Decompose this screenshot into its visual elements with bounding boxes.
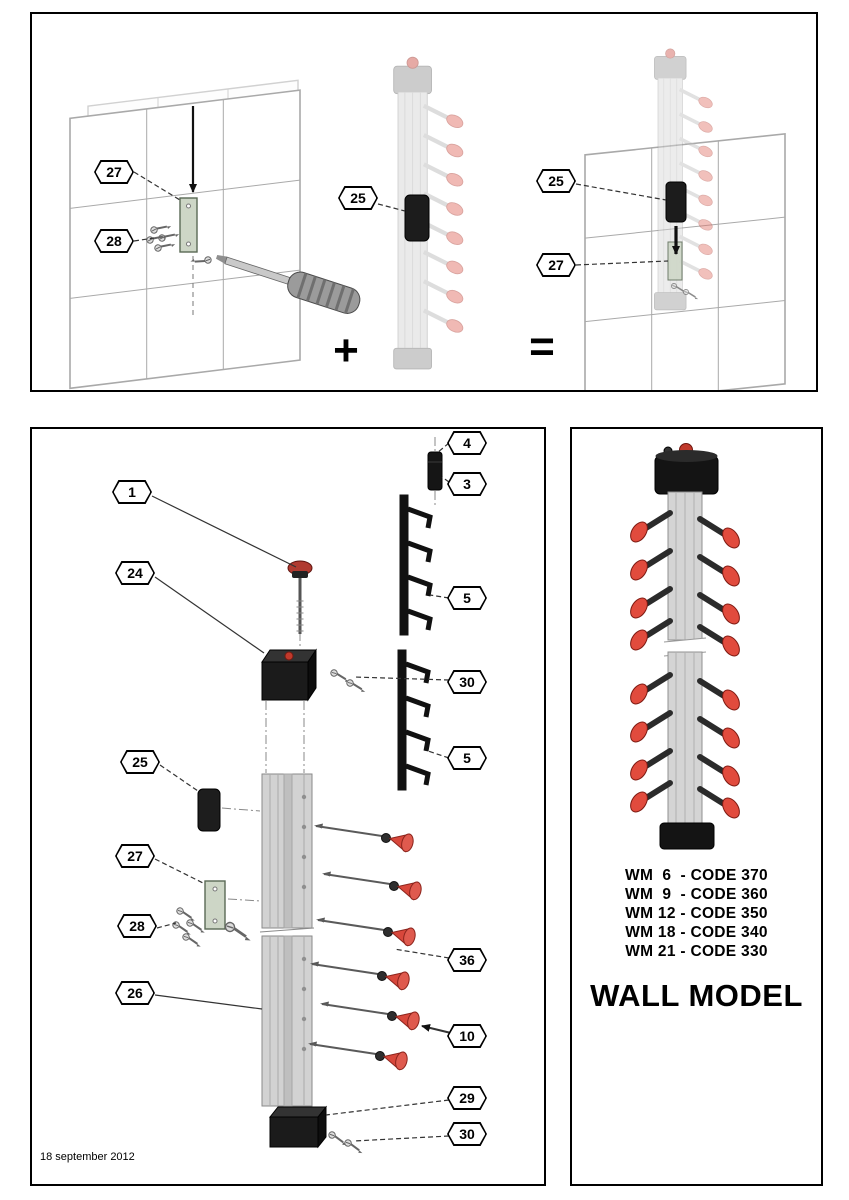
callout-4: 4	[447, 431, 487, 455]
product-column-upper	[667, 491, 703, 641]
exploded-drawing	[151, 437, 452, 1156]
leader-lines-left	[133, 171, 181, 242]
column-break	[259, 927, 315, 933]
callout-27-wall: 27	[94, 160, 134, 184]
callout-30-bottom: 30	[447, 1122, 487, 1146]
callout-number: 25	[548, 173, 564, 189]
installation-panel: 27 28 25 25 27 + =	[30, 12, 818, 392]
callout-5-upper: 5	[447, 586, 487, 610]
part-3-clip	[427, 451, 443, 491]
wall-model-title: WALL MODEL	[590, 978, 803, 1013]
callout-28-wall: 28	[94, 229, 134, 253]
callout-25: 25	[120, 750, 160, 774]
column-upper	[261, 773, 313, 929]
column-lower	[261, 935, 313, 1107]
code-line: WM 6 - CODE 370	[625, 867, 768, 884]
callout-25-rack: 25	[338, 186, 378, 210]
part-29-bottom-cap	[268, 1105, 328, 1149]
hook-rail-upper	[399, 494, 433, 636]
product-drawing	[572, 443, 817, 850]
code-list: WM 6 - CODE 370 WM 9 - CODE 360 WM 12 - …	[580, 866, 813, 961]
part-25-pad	[197, 788, 221, 832]
date-label: 18 september 2012	[40, 1151, 135, 1163]
code-line: WM 12 - CODE 350	[625, 905, 768, 922]
part-27-plate	[204, 880, 226, 930]
callout-number: 25	[350, 190, 366, 206]
callout-36: 36	[447, 948, 487, 972]
tool-rack-middle	[377, 57, 465, 369]
callout-3: 3	[447, 472, 487, 496]
center-lines	[221, 437, 436, 1117]
exploded-view-panel: 1 24 4 3 5 30 5 25 27 28	[30, 427, 546, 1186]
callout-29: 29	[447, 1086, 487, 1110]
wall-bracket	[665, 181, 687, 223]
mounting-plate	[144, 106, 214, 319]
callout-number: 28	[106, 233, 122, 249]
wall-model-panel: WM 6 - CODE 370 WM 9 - CODE 360 WM 12 - …	[570, 427, 823, 1186]
part-24-top-cap	[261, 648, 317, 702]
wall-bracket	[404, 194, 430, 242]
callout-number: 27	[106, 164, 122, 180]
product-bottom-cap	[659, 822, 715, 850]
leader-lines	[151, 442, 452, 1142]
code-line: WM 18 - CODE 340	[625, 924, 768, 941]
product-column-lower	[667, 651, 703, 824]
plus-operator: +	[333, 326, 359, 375]
callout-1: 1	[112, 480, 152, 504]
callout-26: 26	[115, 981, 155, 1005]
callout-27-mounted: 27	[536, 253, 576, 277]
callout-25-mounted: 25	[536, 169, 576, 193]
callout-30-upper: 30	[447, 670, 487, 694]
callout-number: 27	[548, 257, 564, 273]
equals-operator: =	[529, 322, 555, 371]
callout-10: 10	[447, 1024, 487, 1048]
product-top-cap	[654, 443, 719, 495]
screwdriver-icon	[215, 254, 361, 314]
callout-28: 28	[117, 914, 157, 938]
tool-rack-mounted	[575, 49, 714, 310]
hook-rail-lower	[397, 649, 431, 791]
callout-27: 27	[115, 844, 155, 868]
code-line: WM 21 - CODE 330	[625, 943, 768, 960]
callout-5-lower: 5	[447, 746, 487, 770]
installation-drawing	[69, 14, 786, 390]
tool-heads	[307, 822, 424, 1072]
part-1-knob	[287, 560, 313, 634]
callout-24: 24	[115, 561, 155, 585]
tiled-wall-right	[584, 132, 786, 390]
code-line: WM 9 - CODE 360	[625, 886, 768, 903]
